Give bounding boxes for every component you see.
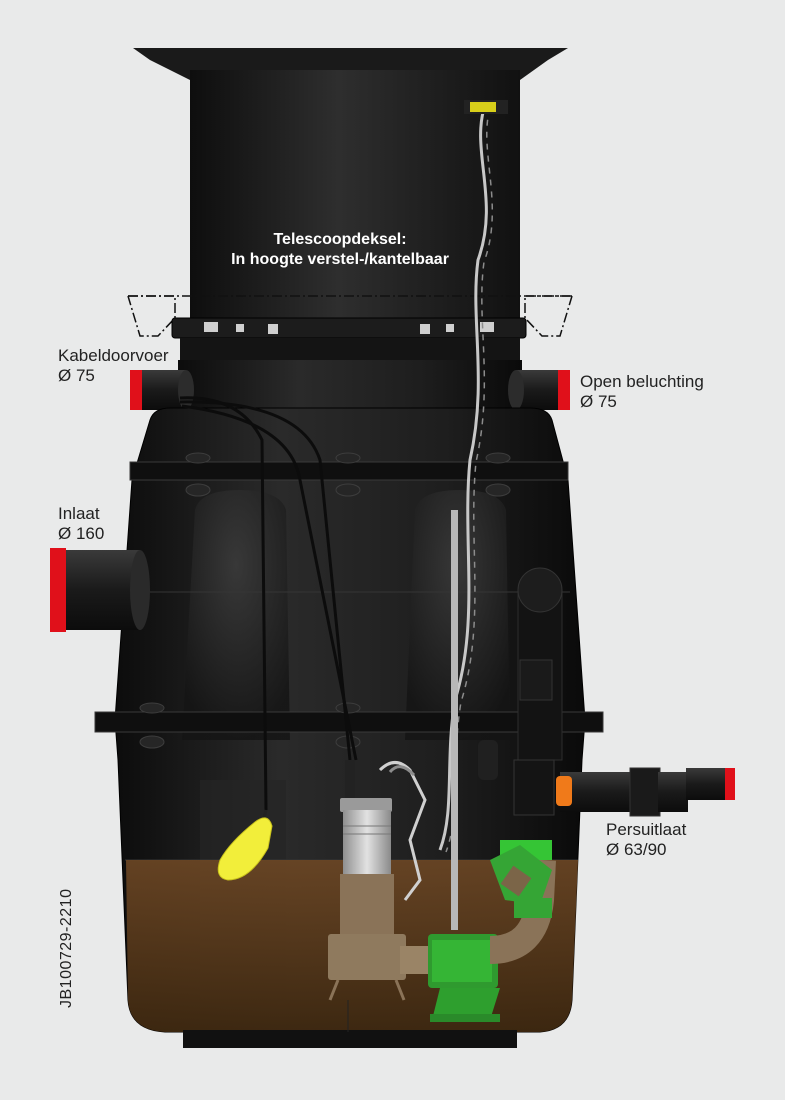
label-inlaat: Inlaat Ø 160 bbox=[58, 504, 104, 544]
tilt-range-left bbox=[127, 295, 176, 337]
label-open-beluchting-size: Ø 75 bbox=[580, 392, 617, 411]
label-kabeldoorvoer: Kabeldoorvoer Ø 75 bbox=[58, 346, 169, 386]
label-inlaat-name: Inlaat bbox=[58, 504, 100, 523]
label-persuitlaat-size: Ø 63/90 bbox=[606, 840, 667, 859]
pressure-outlet bbox=[556, 767, 735, 817]
vent-seal bbox=[558, 370, 570, 410]
float-switch bbox=[217, 809, 273, 881]
guide-rod bbox=[451, 510, 458, 930]
drawing-code: JB100729-2210 bbox=[58, 888, 75, 1008]
tank-rib-upper bbox=[129, 452, 569, 497]
chain-hook-clip bbox=[470, 102, 496, 112]
label-open-beluchting-name: Open beluchting bbox=[580, 372, 704, 391]
label-kabeldoorvoer-size: Ø 75 bbox=[58, 366, 95, 385]
telescopic-cover bbox=[127, 48, 573, 360]
clamp-ring-lower bbox=[180, 338, 520, 360]
inlet-seal bbox=[50, 548, 66, 632]
coupling-foot bbox=[428, 934, 500, 1022]
inlet-port bbox=[50, 548, 150, 632]
cover-caption-line1: Telescoopdeksel: bbox=[273, 231, 407, 248]
check-valve bbox=[490, 840, 552, 918]
pump-chain bbox=[378, 761, 427, 901]
label-inlaat-size: Ø 160 bbox=[58, 524, 105, 543]
cable-entry-seal bbox=[130, 370, 142, 410]
valve-handle bbox=[478, 740, 498, 780]
cable-entry-port bbox=[130, 370, 194, 410]
discharge-riser bbox=[478, 567, 563, 816]
outlet-seal bbox=[725, 768, 735, 800]
vent-port bbox=[508, 370, 570, 410]
tank-dome-left bbox=[182, 490, 290, 740]
outlet-flange bbox=[556, 776, 572, 806]
tank-neck bbox=[178, 360, 522, 412]
label-persuitlaat-name: Persuitlaat bbox=[606, 820, 687, 839]
cables bbox=[179, 396, 358, 811]
submersible-pump bbox=[328, 760, 434, 1001]
label-persuitlaat: Persuitlaat Ø 63/90 bbox=[606, 820, 686, 860]
cover-caption: Telescoopdeksel: In hoogte verstel-/kant… bbox=[175, 230, 505, 270]
clamp-ring bbox=[171, 317, 527, 339]
label-open-beluchting: Open beluchting Ø 75 bbox=[580, 372, 704, 412]
label-kabeldoorvoer-name: Kabeldoorvoer bbox=[58, 346, 169, 365]
tank-base bbox=[183, 1030, 517, 1048]
cover-caption-line2: In hoogte verstel-/kantelbaar bbox=[231, 251, 449, 268]
tilt-range-right bbox=[524, 295, 573, 337]
clamp-bolts bbox=[204, 322, 494, 334]
